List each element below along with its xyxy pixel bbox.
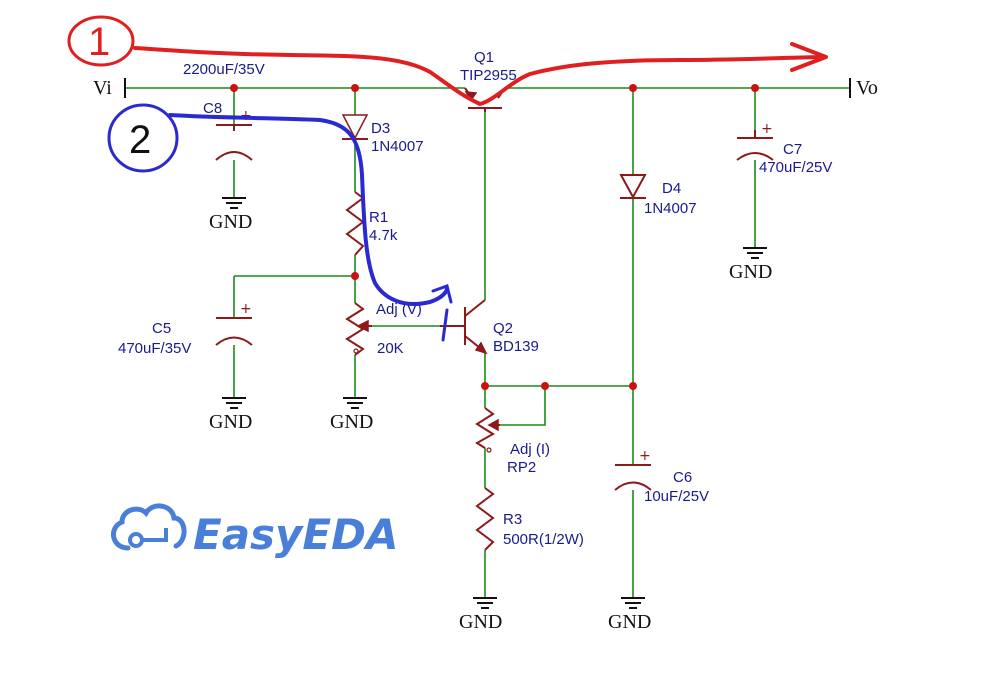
d4-ref: D4	[662, 180, 681, 197]
net-label-vo: Vo	[856, 77, 878, 99]
junction-dot	[481, 382, 489, 390]
junction-dot	[351, 84, 359, 92]
potentiometer-adj-v: Adj (V) 20K	[345, 301, 422, 357]
net-label-vi: Vi	[93, 77, 112, 99]
ground-c5: GND	[209, 397, 252, 433]
svg-text:+: +	[761, 121, 773, 137]
logo-text: EasyEDA	[193, 510, 398, 559]
easyeda-logo: EasyEDA	[111, 503, 398, 559]
capacitor-c6: + C6 10uF/25V	[614, 448, 709, 505]
q2-value: BD139	[493, 338, 539, 355]
gnd-label: GND	[608, 611, 651, 633]
d4-value: 1N4007	[644, 200, 697, 217]
resistor-r3: R3 500R(1/2W)	[475, 487, 584, 551]
junction-dot	[541, 382, 549, 390]
d3-value: 1N4007	[371, 138, 424, 155]
d3-ref: D3	[371, 120, 390, 137]
c8-ref: C8	[203, 100, 222, 117]
junction-dot	[629, 382, 637, 390]
c7-value: 470uF/25V	[759, 159, 832, 176]
c7-ref: C7	[783, 141, 802, 158]
svg-text:+: +	[639, 448, 651, 464]
c8-value: 2200uF/35V	[183, 61, 265, 78]
gnd-label: GND	[209, 411, 252, 433]
annotation-path-1: 1	[67, 15, 828, 107]
gnd-label: GND	[729, 261, 772, 283]
c5-value: 470uF/35V	[118, 340, 191, 357]
capacitor-c7: + C7 470uF/25V	[736, 121, 832, 176]
port-vo: Vo	[849, 77, 878, 99]
ground-c8: GND	[209, 197, 252, 233]
capacitor-c8: + C8 2200uF/35V	[183, 61, 265, 161]
resistor-r1: R1 4.7k	[345, 191, 398, 256]
q1-ref: Q1	[474, 49, 494, 66]
r1-value: 4.7k	[369, 227, 398, 244]
svg-text:+: +	[240, 301, 252, 317]
junction-dot	[751, 84, 759, 92]
r3-ref: R3	[503, 511, 522, 528]
diode-d3: D3 1N4007	[341, 114, 424, 155]
transistor-q2: Q2 BD139	[440, 299, 539, 355]
c6-ref: C6	[673, 469, 692, 486]
c5-ref: C5	[152, 320, 171, 337]
gnd-label: GND	[209, 211, 252, 233]
q2-ref: Q2	[493, 320, 513, 337]
annotation-label-1: 1	[88, 20, 110, 64]
c6-value: 10uF/25V	[644, 488, 709, 505]
port-vi: Vi	[93, 77, 126, 99]
diode-d4: D4 1N4007	[619, 174, 697, 217]
gnd-label: GND	[459, 611, 502, 633]
q1-value: TIP2955	[460, 67, 517, 84]
junction-dot	[629, 84, 637, 92]
junctions	[230, 84, 759, 390]
ground-c7: GND	[729, 247, 772, 283]
transistor-q1: Q1 TIP2955	[460, 49, 517, 112]
pot1-value: 20K	[377, 340, 404, 357]
gnd-label: GND	[330, 411, 373, 433]
potentiometer-adj-i: Adj (I) RP2	[475, 407, 550, 476]
rp2-ref: Adj (I)	[510, 441, 550, 458]
ground-pot1: GND	[330, 397, 373, 433]
r3-value: 500R(1/2W)	[503, 531, 584, 548]
capacitor-c5: + C5 470uF/35V	[118, 301, 253, 357]
cloud-icon	[111, 503, 187, 551]
ground-c6: GND	[608, 597, 651, 633]
annotation-path-2: 2	[107, 103, 453, 342]
junction-dot	[351, 272, 359, 280]
rp2-value: RP2	[507, 459, 536, 476]
junction-dot	[230, 84, 238, 92]
annotation-label-2: 2	[129, 118, 151, 162]
ground-r3: GND	[459, 597, 502, 633]
r1-ref: R1	[369, 209, 388, 226]
